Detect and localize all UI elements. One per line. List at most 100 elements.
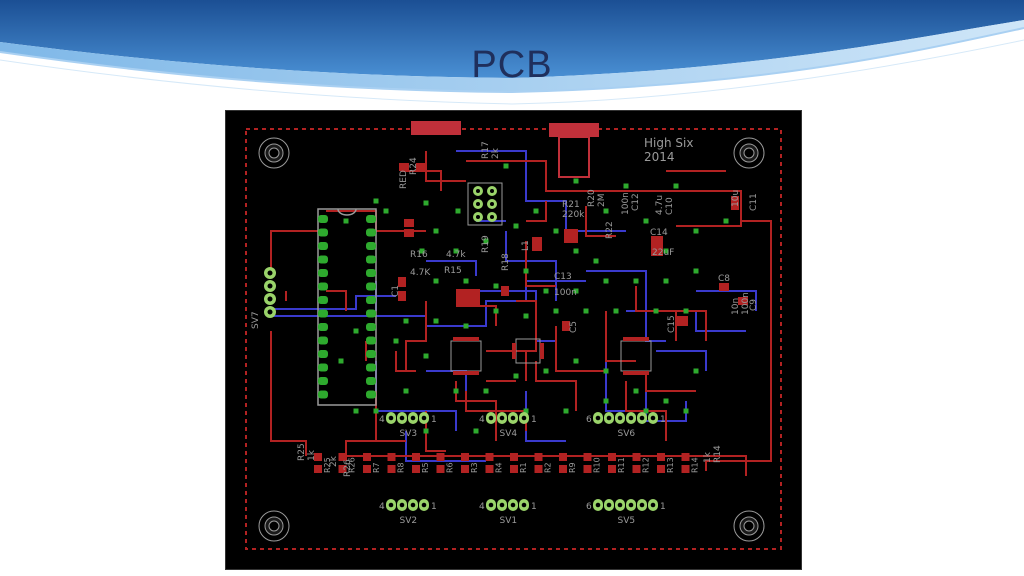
via-pad <box>463 278 469 284</box>
via-pad <box>463 323 469 329</box>
resistor-label: R10 <box>593 457 602 473</box>
via-pad <box>513 373 519 379</box>
label-l1: L1 <box>521 240 531 251</box>
resistor-footprint: R26 <box>338 453 357 473</box>
dip-pin-pad <box>318 269 328 277</box>
via-pad <box>603 278 609 284</box>
dip-pin-pad <box>366 282 376 291</box>
resistor-label: R26 <box>348 457 357 473</box>
via-pad <box>643 408 649 414</box>
label-c12-value: 100n <box>621 192 631 215</box>
connector-left-pin-label: 4 <box>379 415 385 425</box>
label-red: RED <box>399 170 409 189</box>
label-r18: R18 <box>501 253 511 271</box>
via-pad <box>633 278 639 284</box>
dip-pin-pad <box>366 215 376 223</box>
via-pad <box>483 238 489 244</box>
via-pad <box>693 368 699 374</box>
connector-name-label: SV1 <box>500 516 518 526</box>
label-r14: R14 <box>713 445 723 463</box>
via-pad <box>433 228 439 234</box>
label-r16-value: 4.7K <box>410 268 431 278</box>
resistor-label: R9 <box>568 462 577 473</box>
header-banner <box>0 0 1024 105</box>
smd-pads <box>398 163 748 331</box>
dip-pin-pad <box>318 309 328 318</box>
label-r14-value: 1k <box>703 451 713 463</box>
label-r22: R22 <box>605 221 615 239</box>
slide-title: PCB <box>471 44 553 86</box>
resistor-label: R5 <box>421 462 430 473</box>
dip-pin-pad <box>366 323 376 331</box>
resistor-label: R7 <box>372 462 381 473</box>
label-r25: R25 <box>297 443 307 461</box>
via-pad <box>523 268 529 274</box>
resistor-footprint: R9 <box>559 453 577 473</box>
dip-pin-pad <box>366 255 376 264</box>
label-r15: R15 <box>444 266 462 276</box>
via-pad <box>553 308 559 314</box>
via-pad <box>623 183 629 189</box>
smd-ic-footprint <box>450 338 652 372</box>
via-pad <box>683 308 689 314</box>
dip-pin-pad <box>318 296 328 304</box>
connector-right-pin-label: 1 <box>660 502 666 512</box>
board-outline <box>245 128 782 550</box>
connector-name-label: SV4 <box>500 429 518 439</box>
board-title-line2: 2014 <box>644 150 675 164</box>
via-pad <box>493 283 499 289</box>
via-pad <box>455 208 461 214</box>
via-pad <box>693 268 699 274</box>
label-r21: R21 <box>562 200 580 210</box>
resistor-footprint: R13 <box>657 453 675 473</box>
via-pad <box>593 258 599 264</box>
label-c1: C1 <box>391 285 401 297</box>
dip-ic-footprint <box>317 208 377 406</box>
connector-name-label: SV6 <box>618 429 636 439</box>
resistor-label: R12 <box>642 457 651 473</box>
via-pad <box>533 208 539 214</box>
via-pad <box>353 408 359 414</box>
label-r26: R26 <box>343 459 353 477</box>
dip-pin-pad <box>366 269 376 277</box>
dip-pin-pad <box>366 296 376 304</box>
label-r26-value: 2k <box>329 455 339 467</box>
via-pad <box>603 368 609 374</box>
via-pad <box>473 428 479 434</box>
via-pad <box>513 223 519 229</box>
resistor-footprint: R14 <box>681 453 700 473</box>
label-c13-value: 100n <box>554 288 577 298</box>
via-pad <box>483 388 489 394</box>
connector-name-label: SV2 <box>400 516 418 526</box>
label-r17: R17 <box>481 141 491 159</box>
mounting-hole-icon <box>258 137 765 542</box>
via-pad <box>653 308 659 314</box>
dip-pin-pad <box>366 242 376 250</box>
via-pad <box>663 248 669 254</box>
dip-pin-pad <box>318 350 328 358</box>
resistor-footprint: R3 <box>461 453 479 473</box>
via-pad <box>543 368 549 374</box>
dip-pin-pad <box>366 377 376 385</box>
via-pad <box>573 358 579 364</box>
connector-left-pin-label: 6 <box>586 415 592 425</box>
via-pad <box>523 408 529 414</box>
label-r21-value: 220k <box>562 210 585 220</box>
via-pad <box>383 208 389 214</box>
via-pad <box>613 308 619 314</box>
dip-pin-pad <box>366 228 376 237</box>
resistor-footprint: R1 <box>510 453 528 473</box>
resistor-footprint: R12 <box>632 453 651 473</box>
dip-pin-pad <box>318 282 328 291</box>
connector-left-pin-label: 6 <box>586 502 592 512</box>
resistor-label: R13 <box>666 457 675 473</box>
via-pad <box>433 278 439 284</box>
via-pad <box>673 183 679 189</box>
via-pad <box>633 388 639 394</box>
